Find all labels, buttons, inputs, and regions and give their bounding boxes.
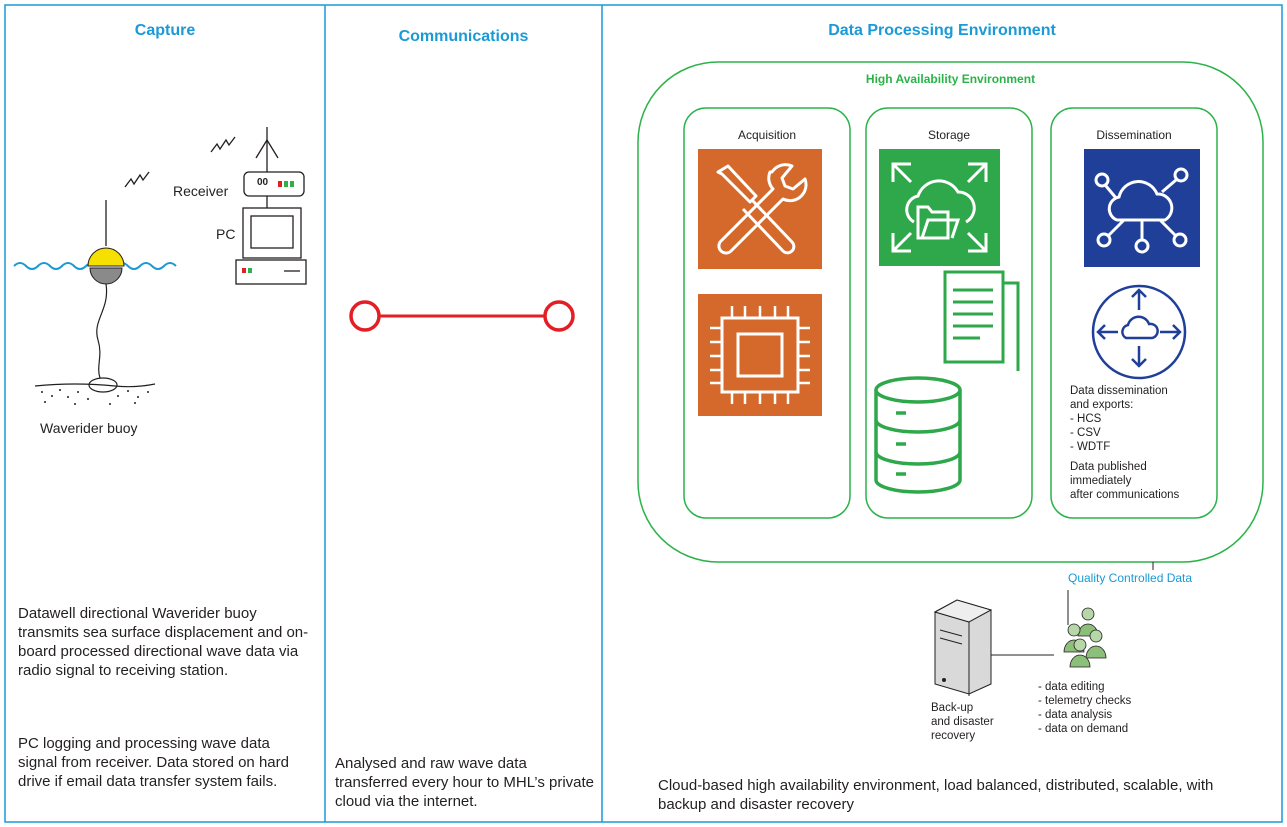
format-item: - CSV bbox=[1070, 427, 1101, 439]
backup-line-3: recovery bbox=[931, 730, 976, 742]
pc-icon bbox=[235, 207, 307, 285]
task-item: - telemetry checks bbox=[1038, 695, 1132, 707]
format-item: - HCS bbox=[1070, 413, 1102, 425]
receiver-display: 00 bbox=[257, 177, 269, 188]
backup-label: Back-up and disaster recovery bbox=[931, 701, 1011, 743]
capture-heading: Capture bbox=[134, 22, 196, 39]
dissemination-line-1: Data dissemination bbox=[1070, 385, 1168, 397]
acquisition-title: Acquisition bbox=[737, 128, 797, 142]
cloud-network-icon bbox=[1084, 149, 1200, 267]
antenna-icon bbox=[255, 127, 279, 172]
capture-description-1: Datawell directional Waverider buoy tran… bbox=[18, 605, 309, 679]
published-line-1: Data published bbox=[1070, 461, 1147, 473]
high-availability-boundary bbox=[637, 61, 1264, 563]
qc-data-label: Quality Controlled Data bbox=[1068, 571, 1193, 585]
published-line-3: after communications bbox=[1070, 489, 1180, 501]
processor-chip-icon bbox=[698, 294, 822, 416]
processing-heading: Data Processing Environment bbox=[828, 22, 1056, 39]
capture-description-2: PC logging and processing wave data sign… bbox=[18, 735, 289, 790]
tools-icon bbox=[698, 149, 822, 269]
task-item: - data editing bbox=[1038, 681, 1105, 693]
radio-signal-icon bbox=[210, 136, 236, 153]
dissemination-text: Data dissemination and exports: - HCS - … bbox=[1070, 384, 1215, 502]
waverider-buoy-icon bbox=[34, 200, 156, 393]
published-line-2: immediately bbox=[1070, 475, 1132, 487]
buoy-label: Waverider buoy bbox=[40, 420, 138, 436]
receiver-label: Receiver bbox=[173, 183, 229, 199]
qc-task-list: - data editing - telemetry checks - data… bbox=[1038, 680, 1178, 736]
task-item: - data on demand bbox=[1038, 723, 1129, 735]
cloud-storage-icon bbox=[879, 149, 1000, 266]
outer-frame bbox=[4, 4, 1283, 823]
server-icon bbox=[933, 599, 993, 696]
backup-line-1: Back-up bbox=[931, 702, 974, 714]
network-link-icon bbox=[349, 300, 575, 332]
storage-title: Storage bbox=[927, 128, 971, 142]
pc-label: PC bbox=[216, 226, 236, 242]
seabed-dots bbox=[41, 389, 149, 405]
high-availability-title: High Availability Environment bbox=[865, 72, 1036, 86]
database-icon bbox=[874, 376, 962, 494]
storage-box bbox=[865, 107, 1033, 519]
users-group-icon bbox=[1063, 607, 1107, 668]
sea-surface-icon bbox=[13, 262, 177, 270]
dissemination-box bbox=[1050, 107, 1218, 519]
radio-signal-icon bbox=[124, 171, 150, 188]
communications-description: Analysed and raw wave data transferred e… bbox=[335, 755, 595, 810]
load-balancer-icon bbox=[1091, 284, 1187, 380]
acquisition-box bbox=[683, 107, 851, 519]
format-item: - WDTF bbox=[1070, 441, 1111, 453]
dissemination-line-2: and exports: bbox=[1070, 399, 1134, 411]
task-item: - data analysis bbox=[1038, 709, 1113, 721]
dissemination-title: Dissemination bbox=[1096, 128, 1172, 142]
communications-heading: Communications bbox=[398, 28, 529, 45]
documents-icon bbox=[943, 270, 1020, 371]
receiver-icon bbox=[243, 171, 305, 208]
backup-line-2: and disaster bbox=[931, 716, 994, 728]
processing-description: Cloud-based high availability environmen… bbox=[658, 777, 1214, 813]
